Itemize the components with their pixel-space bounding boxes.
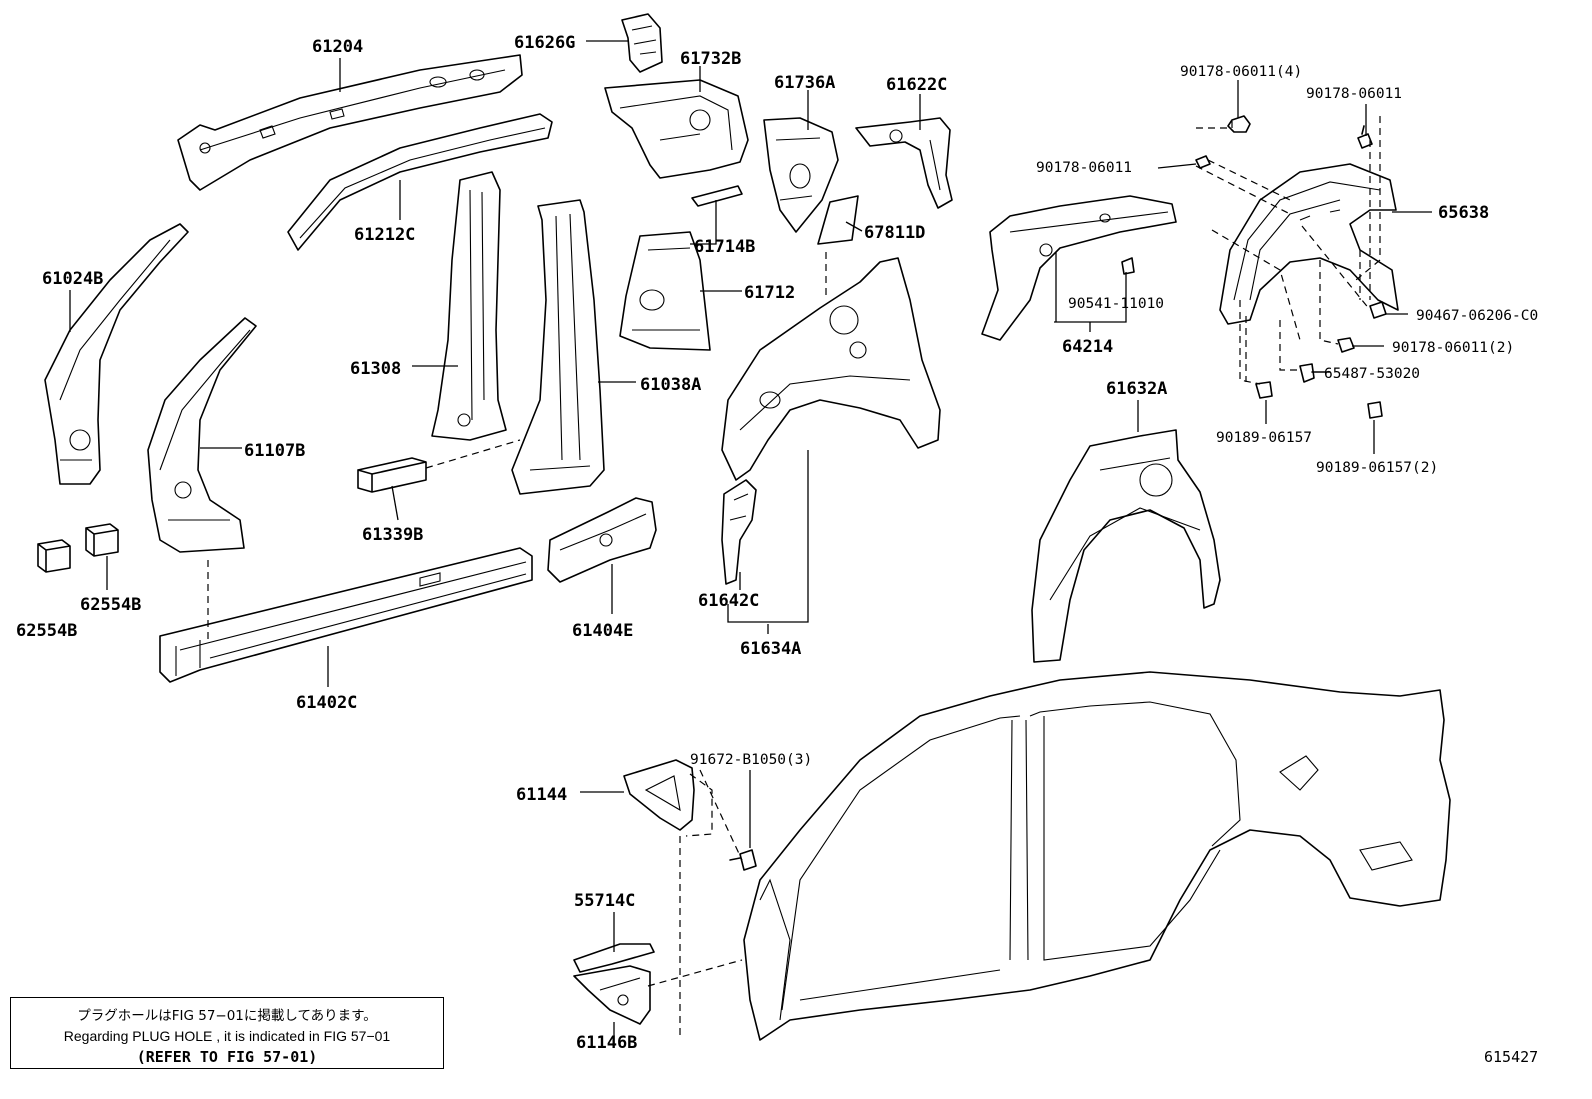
- part-61339b-shape: [357, 457, 427, 493]
- part-62554b-block-a-shape: [37, 539, 71, 573]
- label-61212c: 61212C: [354, 225, 415, 245]
- part-61024b-shape: [44, 223, 189, 485]
- label-61712: 61712: [744, 283, 795, 303]
- part-61144-shape: [623, 759, 695, 831]
- part-55714c-shape: [573, 943, 655, 973]
- part-61712-shape: [619, 231, 711, 351]
- dashed-alignment-lines: [207, 116, 1381, 1040]
- part-body-side-outer-shape: [743, 671, 1451, 1041]
- label-61146b: 61146B: [576, 1033, 637, 1053]
- label-65487-53020: 65487-53020: [1324, 366, 1420, 382]
- label-61626g: 61626G: [514, 33, 575, 53]
- part-61146b-shape: [573, 965, 651, 1025]
- label-90178-06011-mid: 90178-06011: [1036, 160, 1132, 176]
- fastener-shapes: [729, 115, 1387, 871]
- label-61732b: 61732B: [680, 49, 741, 69]
- label-61632a: 61632A: [1106, 379, 1167, 399]
- label-61308: 61308: [350, 359, 401, 379]
- label-61622c: 61622C: [886, 75, 947, 95]
- label-90467-06206-c0: 90467-06206-C0: [1416, 308, 1538, 324]
- label-90189-06157: 90189-06157: [1216, 430, 1312, 446]
- label-90541-11010: 90541-11010: [1068, 296, 1164, 312]
- part-61634a-shape: [721, 257, 941, 481]
- part-61626g-shape: [621, 13, 663, 73]
- label-61714b: 61714B: [694, 237, 755, 257]
- part-61038a-shape: [511, 199, 605, 495]
- label-55714c: 55714C: [574, 891, 635, 911]
- label-91672-b1050-3: 91672-B1050(3): [690, 752, 812, 768]
- part-61204-shape: [177, 54, 523, 191]
- label-61404e: 61404E: [572, 621, 633, 641]
- label-61402c: 61402C: [296, 693, 357, 713]
- note-refer-line: (REFER TO FIG 57-01): [136, 1048, 318, 1066]
- part-61212c-shape: [287, 113, 553, 251]
- part-61642c-shape: [721, 479, 757, 585]
- part-61308-shape: [431, 171, 507, 441]
- label-61204: 61204: [312, 37, 363, 57]
- part-61622c-shape: [855, 117, 953, 209]
- part-64214-shape: [981, 195, 1177, 341]
- part-61736a-shape: [763, 117, 839, 233]
- fastener-labels: 90178-06011(4) 90178-06011 90178-06011 9…: [690, 64, 1538, 768]
- part-61402c-shape: [159, 547, 533, 683]
- label-90178-06011-top: 90178-06011: [1306, 86, 1402, 102]
- label-67811d: 67811D: [864, 223, 925, 243]
- label-61339b: 61339B: [362, 525, 423, 545]
- label-61024b: 61024B: [42, 269, 103, 289]
- label-61144: 61144: [516, 785, 567, 805]
- label-61038a: 61038A: [640, 375, 701, 395]
- plug-hole-note: プラグホールはFIG 57−01に掲載してあります。 Regarding PLU…: [10, 997, 444, 1069]
- leader-lines: [69, 40, 1432, 1036]
- part-61404e-shape: [547, 497, 657, 583]
- part-labels: 61204 61626G 61732B 61736A 61622C 61212C…: [16, 33, 1489, 1053]
- label-64214: 64214: [1062, 337, 1113, 357]
- label-61634a: 61634A: [740, 639, 801, 659]
- note-english-line: Regarding PLUG HOLE , it is indicated in…: [63, 1028, 391, 1044]
- part-61732b-shape: [604, 79, 749, 179]
- part-67811d-shape: [817, 195, 859, 245]
- part-65638-shape: [1219, 163, 1399, 325]
- label-90178-06011-4: 90178-06011(4): [1180, 64, 1302, 80]
- part-62554b-block-b-shape: [85, 523, 119, 557]
- part-61714b-shape: [691, 185, 743, 207]
- part-61632a-shape: [1031, 429, 1221, 663]
- note-japanese-line: プラグホールはFIG 57−01に掲載してあります。: [77, 1008, 377, 1024]
- figure-reference-number: 615427: [1484, 1048, 1538, 1066]
- label-62554b-right: 62554B: [80, 595, 141, 615]
- part-61107b-shape: [147, 317, 257, 553]
- label-90178-06011-2: 90178-06011(2): [1392, 340, 1514, 356]
- label-62554b-left: 62554B: [16, 621, 77, 641]
- label-61642c: 61642C: [698, 591, 759, 611]
- label-61736a: 61736A: [774, 73, 835, 93]
- label-90189-06157-2: 90189-06157(2): [1316, 460, 1438, 476]
- label-65638: 65638: [1438, 203, 1489, 223]
- label-61107b: 61107B: [244, 441, 305, 461]
